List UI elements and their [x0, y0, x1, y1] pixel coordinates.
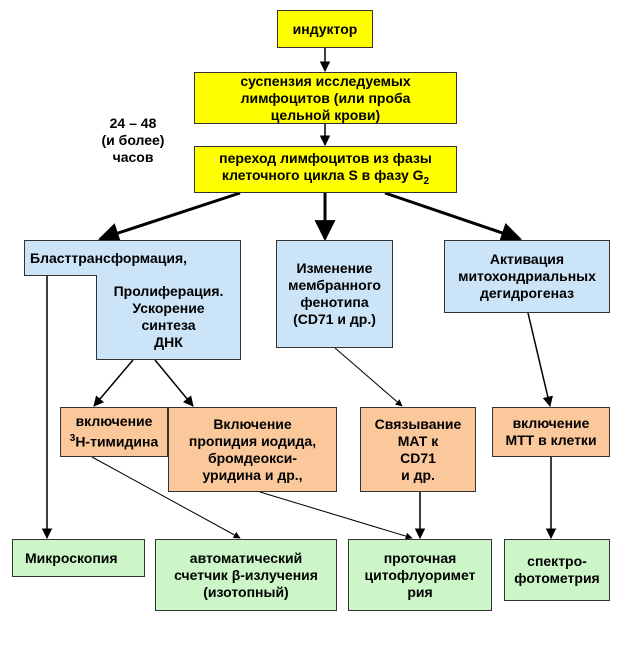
node-blast-line: Бласттрансформация, [30, 249, 188, 266]
node-suspension: суспензия исследуемых лимфоцитов (или пр… [194, 72, 457, 124]
node-spectro-line: фотометрия [514, 570, 600, 586]
node-prolif: Пролиферация. Ускорение синтеза ДНК [96, 275, 241, 360]
node-prolif-line: Пролиферация. [113, 283, 224, 299]
node-counter-line: автоматический [189, 549, 303, 566]
node-mito-line: дегидрогеназ [479, 285, 575, 301]
edge-prolif-propidium [154, 359, 194, 407]
time-note-line: (и более) [101, 132, 165, 148]
node-suspension-line: лимфоцитов (или проба [240, 89, 411, 106]
node-thymidine: включение 3Н-тимидина [60, 407, 168, 457]
node-transition-text: клеточного цикла S в фазу G [221, 166, 424, 183]
node-mito-line: митохондриальных [458, 268, 596, 284]
node-blast: Бласттрансформация, [24, 240, 241, 276]
node-microscopy-line: Микроскопия [25, 549, 118, 566]
node-propidium-line: уридина и др., [202, 466, 303, 483]
node-thymidine-superscript: 3 [69, 433, 76, 445]
node-flow-line: цитофлуоримет [364, 566, 476, 583]
node-suspension-line: цельной крови) [270, 106, 381, 123]
node-flow-line: проточная [383, 549, 457, 566]
node-propidium-line: Включение [213, 415, 292, 432]
node-mito-line: Активация [489, 251, 565, 267]
node-prolif-line: синтеза [141, 317, 196, 333]
node-transition: переход лимфоцитов из фазы клеточного ци… [194, 146, 457, 193]
node-binding-line: Связывание [374, 415, 462, 432]
node-thymidine-text: Н-тимидина [75, 433, 159, 450]
node-counter: автоматический счетчик β-излучения (изот… [155, 539, 337, 611]
node-mito: Активация митохондриальных дегидрогеназ [444, 240, 610, 313]
node-binding: Связывание МАТ к CD71 и др. [360, 407, 476, 492]
node-flow: проточная цитофлуоримет рия [348, 539, 492, 611]
node-mtt-line: включение [512, 415, 590, 431]
node-thymidine-line2: 3Н-тимидина [70, 430, 159, 451]
node-membrane-line: мембранного [288, 277, 381, 293]
edge-mito-mtt [527, 312, 553, 408]
node-membrane-line: (CD71 и др.) [293, 311, 376, 327]
node-propidium-line: пропидия иодида, [188, 432, 317, 449]
time-note-line: 24 – 48 [109, 115, 157, 131]
node-binding-line: и др. [401, 466, 435, 483]
edge-prolif-thymidine [93, 359, 134, 407]
node-flow-line: рия [407, 583, 433, 600]
time-note-line: часов [112, 149, 154, 165]
node-transition-subscript: 2 [423, 175, 430, 187]
node-propidium-line: бромдеокси- [207, 449, 298, 466]
time-note: 24 – 48 (и более) часов [90, 115, 176, 166]
node-binding-line: МАТ к [397, 432, 439, 449]
node-prolif-line: Ускорение [132, 300, 205, 316]
node-spectro-line: спектро- [527, 553, 587, 569]
edge-propidium-flow [259, 491, 413, 540]
node-transition-line2: клеточного цикла S в фазу G2 [222, 167, 429, 190]
edge-membrane-binding [334, 347, 403, 407]
node-transition-line: переход лимфоцитов из фазы [219, 149, 432, 166]
edge-transition-blast [98, 191, 241, 244]
node-binding-line: CD71 [400, 449, 436, 466]
node-counter-line: счетчик β-излучения [174, 566, 318, 583]
node-suspension-line: суспензия исследуемых [240, 72, 411, 89]
node-mtt-line: МТТ в клетки [505, 432, 597, 448]
node-propidium: Включение пропидия иодида, бромдеокси- у… [168, 407, 337, 492]
node-mtt: включение МТТ в клетки [492, 407, 610, 457]
node-microscopy: Микроскопия [12, 539, 145, 577]
node-prolif-line: ДНК [154, 334, 183, 350]
node-spectro: спектро- фотометрия [504, 539, 610, 601]
node-membrane-line: Изменение [296, 260, 373, 276]
node-inductor: индуктор [277, 10, 373, 48]
node-counter-line: (изотопный) [203, 583, 289, 600]
edge-thymidine-counter [91, 456, 241, 539]
edge-transition-mito [384, 191, 522, 243]
node-membrane: Изменение мембранного фенотипа (CD71 и д… [276, 240, 393, 348]
node-inductor-line: индуктор [292, 20, 358, 37]
node-thymidine-line: включение [75, 413, 153, 430]
node-membrane-line: фенотипа [300, 294, 369, 310]
